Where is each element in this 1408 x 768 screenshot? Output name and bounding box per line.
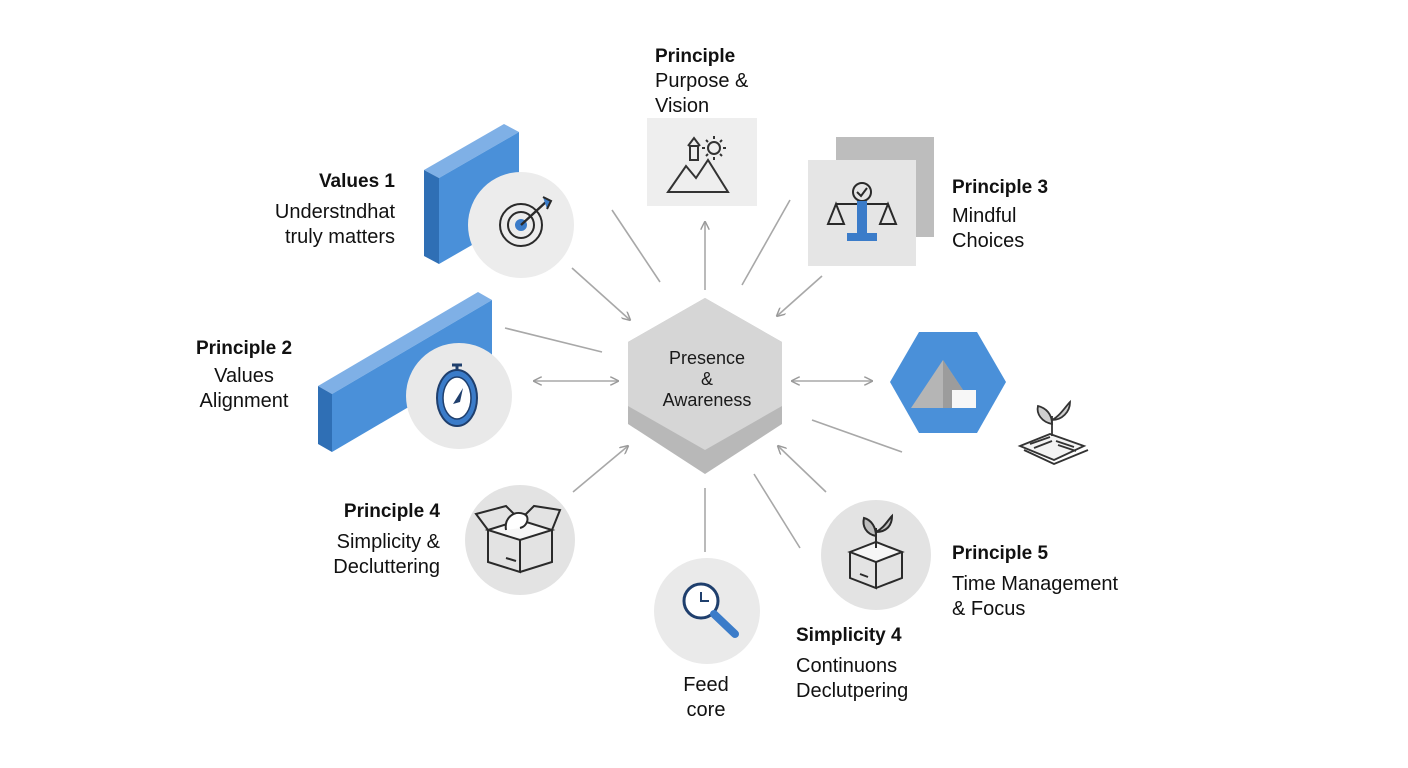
magnifier-clock-icon [682,582,739,638]
feed-line1: Feed [683,674,729,696]
feed-label: Feed core [666,673,746,723]
purpose-tile [647,118,757,206]
values1-label: Values 1 Understndhat truly matters [275,170,395,250]
core-label: Presence & Awareness [628,348,786,411]
core-line2: & [700,369,713,389]
principle2-line2: Alignment [199,390,289,412]
open-box-icon [474,504,562,574]
principle3-title: Principle 3 [952,177,1049,198]
mountain-lighthouse-sun-icon [666,136,730,193]
principle2-line1: Values [214,365,274,387]
principle4-line2: Decluttering [333,556,440,578]
arrow-principle5 [778,446,827,493]
purpose-line1: Purpose & [655,70,749,92]
core-hexagon [628,298,782,474]
principle4-title: Principle 4 [343,501,440,522]
arrow-right-upper [741,199,791,286]
principle5-line2: & Focus [952,598,1026,620]
simplicity4-title: Simplicity 4 [796,625,902,646]
values1-line1: Understndhat [274,201,395,223]
purpose-label: Principle Purpose & Vision [655,45,748,119]
simplicity4-line2: Declutpering [796,680,909,702]
arrow-growth-lower [811,419,903,453]
principle5-line1: Time Management [952,573,1118,595]
principle3-tiles [808,137,934,266]
arrow-simplicity4 [753,473,801,549]
principle2-title: Principle 2 [195,338,293,359]
connectors [504,199,903,552]
compass-icon [436,363,478,427]
values1-title: Values 1 [318,171,395,192]
balance-scale-icon [826,182,898,241]
arrow-values1 [571,267,630,320]
feed-line2: core [686,699,726,721]
principle5-label: Principle 5 Time Management & Focus [952,542,1118,622]
open-book-sprout-icon [1017,399,1089,465]
principle5-title: Principle 5 [952,543,1049,564]
principle4-label: Principle 4 Simplicity & Decluttering [333,500,440,580]
simplicity4-line1: Continuons [796,655,898,677]
core-line1: Presence [668,348,746,368]
purpose-line2: Vision [655,95,710,117]
target-arrow-icon [499,196,553,247]
core-line3: Awareness [662,390,752,410]
principle3-line1: Mindful [952,205,1017,227]
simplicity4-label: Simplicity 4 Continuons Declutpering [796,624,908,704]
arrow-principle3 [777,275,823,316]
arrow-principle2-upper [504,327,603,353]
principle4-line1: Simplicity & [336,531,440,553]
principle3-label: Principle 3 Mindful Choices [952,176,1048,254]
purpose-title: Principle [655,46,736,67]
principle2-label: Principle 2 Values Alignment [184,337,304,414]
arrow-principle4 [572,446,628,493]
principle3-line2: Choices [952,230,1025,252]
arrow-left-upper [611,209,661,283]
box-sprout-icon [847,513,905,590]
values1-line2: truly matters [284,226,395,248]
growth-hexagon [890,332,1006,433]
